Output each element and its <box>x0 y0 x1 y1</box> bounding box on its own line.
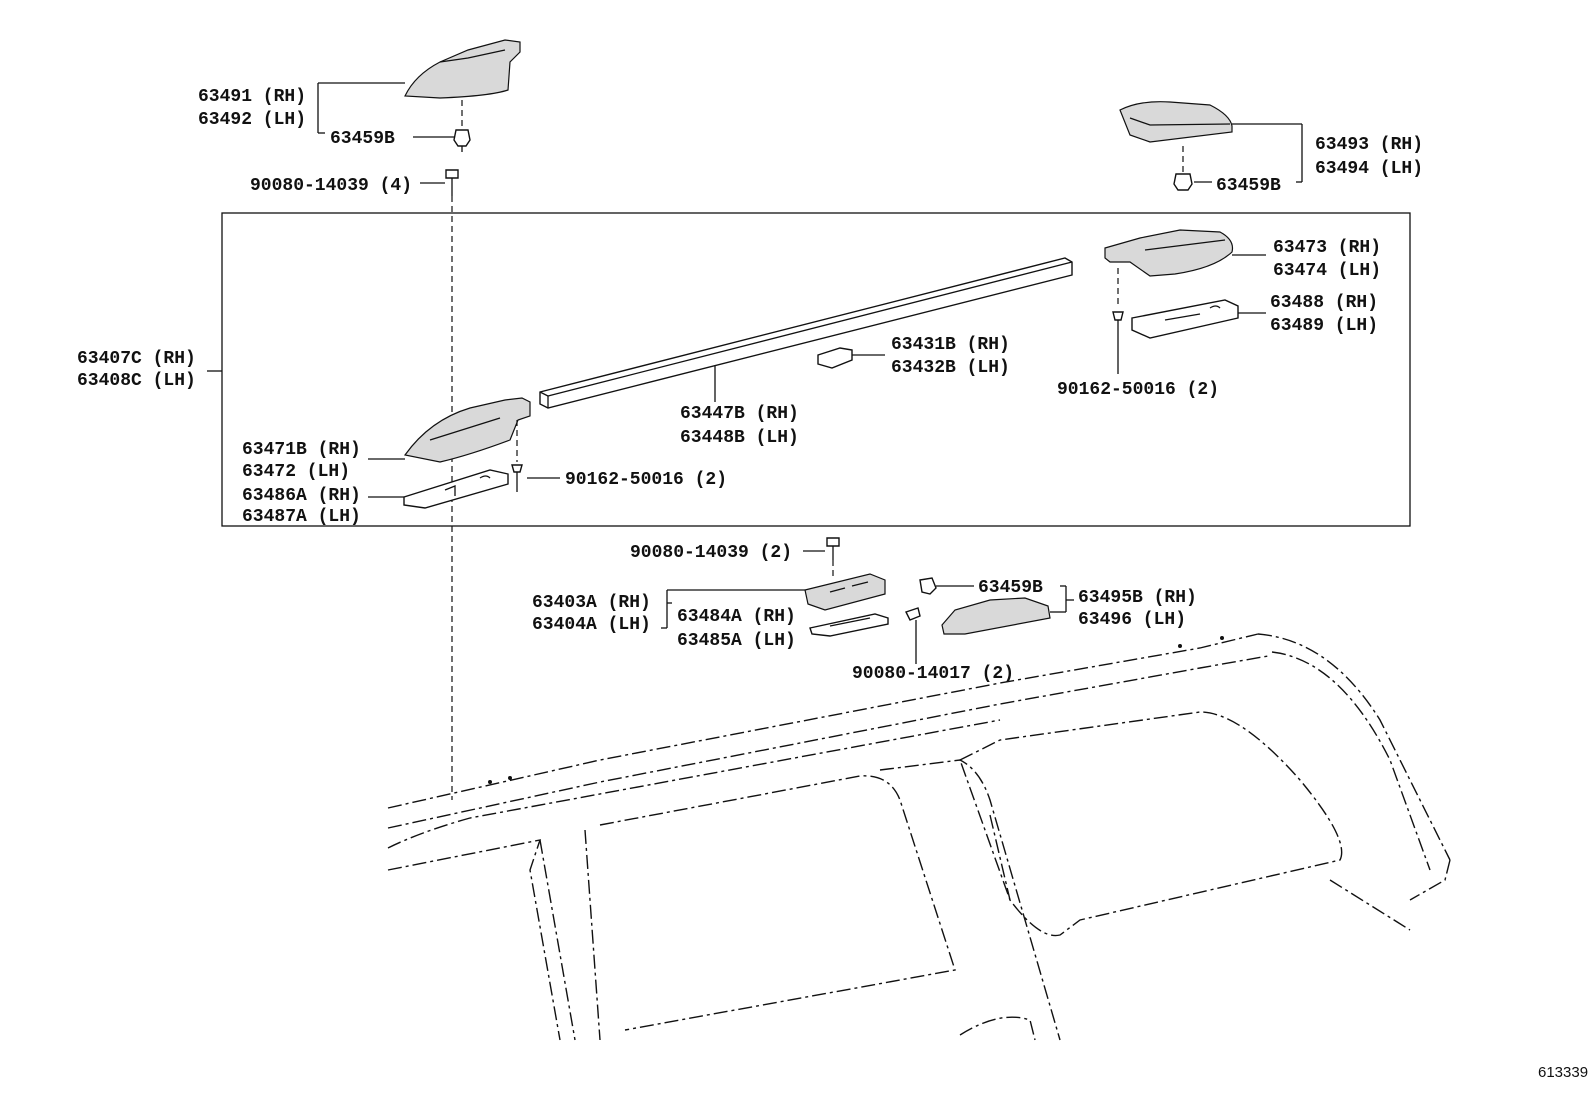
label-63491: 63491 (RH) <box>198 87 306 107</box>
middle-screw <box>905 607 921 664</box>
label-63431b: 63431B (RH) <box>891 335 1010 355</box>
label-63492: 63492 (LH) <box>198 110 306 130</box>
label-63407c: 63407C (RH) <box>77 349 196 369</box>
middle-bolt <box>826 537 840 560</box>
label-63473: 63473 (RH) <box>1273 238 1381 258</box>
front-leg <box>403 397 531 463</box>
label-90162-50016-rear: 90162-50016 (2) <box>1057 380 1219 400</box>
label-63408c: 63408C (LH) <box>77 371 196 391</box>
label-63493: 63493 (RH) <box>1315 135 1423 155</box>
front-clip <box>453 129 471 152</box>
label-63448b: 63448B (LH) <box>680 428 799 448</box>
label-63474: 63474 (LH) <box>1273 261 1381 281</box>
label-63495b: 63495B (RH) <box>1078 588 1197 608</box>
label-63432b: 63432B (LH) <box>891 358 1010 378</box>
label-90080-14017: 90080-14017 (2) <box>852 664 1014 684</box>
rear-leg <box>1104 229 1234 277</box>
label-90080-14039-2: 90080-14039 (2) <box>630 543 792 563</box>
label-63489: 63489 (LH) <box>1270 316 1378 336</box>
rear-end-cover <box>1119 101 1233 143</box>
label-63496: 63496 (LH) <box>1078 610 1186 630</box>
front-pad <box>403 469 509 509</box>
middle-clip <box>919 577 937 595</box>
label-63471b: 63471B (RH) <box>242 440 361 460</box>
rail-clip <box>817 347 853 369</box>
label-63485a: 63485A (LH) <box>677 631 796 651</box>
middle-bracket <box>804 573 886 611</box>
label-63486a: 63486A (RH) <box>242 486 361 506</box>
label-63459b-rear: 63459B <box>1216 176 1281 196</box>
rear-clip <box>1173 173 1193 191</box>
roof-rail <box>539 257 1073 409</box>
rear-pad <box>1131 299 1239 339</box>
figure-id: 613339 <box>1538 1064 1588 1081</box>
vehicle-body-outline <box>387 633 1451 1041</box>
assembly-frame <box>221 212 1411 527</box>
label-63494: 63494 (LH) <box>1315 159 1423 179</box>
front-end-cover <box>404 39 521 99</box>
middle-pad <box>809 613 889 637</box>
front-screw <box>511 464 523 492</box>
label-90162-50016-front: 90162-50016 (2) <box>565 470 727 490</box>
label-63472: 63472 (LH) <box>242 462 350 482</box>
middle-cover <box>941 597 1051 635</box>
label-63404a: 63404A (LH) <box>532 615 651 635</box>
label-90080-14039-4: 90080-14039 (4) <box>250 176 412 196</box>
label-63459b-mid: 63459B <box>978 578 1043 598</box>
label-63488: 63488 (RH) <box>1270 293 1378 313</box>
label-63459b-front: 63459B <box>330 129 395 149</box>
front-bolt <box>445 169 459 196</box>
label-63447b: 63447B (RH) <box>680 404 799 424</box>
label-63484a: 63484A (RH) <box>677 607 796 627</box>
rear-screw <box>1112 311 1124 342</box>
label-63403a: 63403A (RH) <box>532 593 651 613</box>
label-63487a: 63487A (LH) <box>242 507 361 527</box>
